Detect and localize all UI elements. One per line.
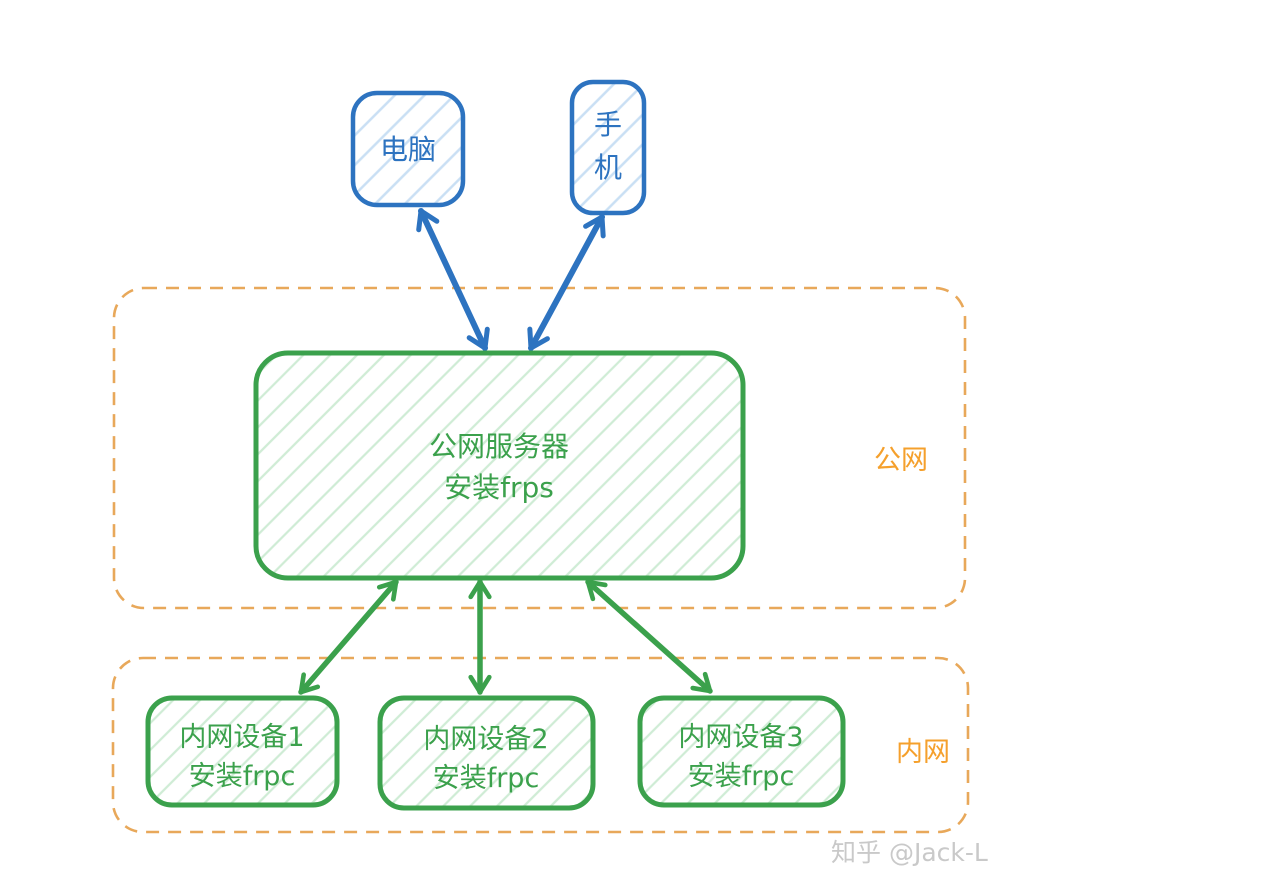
public-zone-label: 公网 [874, 445, 928, 476]
device2-node-label-line1: 内网设备2 [423, 724, 548, 755]
server-node-label-line2: 安装frps [444, 471, 554, 504]
phone-node-box [569, 79, 647, 216]
server-node-label-line1: 公网服务器 [429, 430, 569, 463]
phone-server-arrow [527, 214, 606, 351]
device1-node-label-line1: 内网设备1 [179, 722, 304, 753]
phone-node-label-char2: 机 [594, 151, 622, 184]
phone-node: 手 机 [569, 79, 647, 216]
server-device3-arrow [585, 579, 713, 694]
server-node-box [253, 350, 746, 581]
device2-node-box [377, 695, 596, 811]
device2-node: 内网设备2 安装frpc [377, 695, 596, 811]
computer-node-label: 电脑 [380, 133, 436, 166]
device1-node: 内网设备1 安装frpc [145, 695, 340, 808]
public-zone-border [112, 286, 967, 610]
server-node: 公网服务器 安装frps [253, 350, 746, 581]
computer-node: 电脑 [350, 90, 466, 208]
phone-node-label-char1: 手 [594, 108, 622, 141]
computer-server-arrow [416, 208, 490, 351]
private-zone-border [111, 656, 970, 834]
device1-node-label-line2: 安装frpc [189, 761, 296, 792]
watermark-text: 知乎 @Jack-L [831, 838, 988, 867]
private-zone-label: 内网 [896, 737, 950, 768]
computer-node-box [350, 90, 466, 208]
device3-node-label-line2: 安装frpc [688, 761, 795, 792]
device3-node-label-line1: 内网设备3 [678, 722, 803, 753]
device1-node-box [145, 695, 340, 808]
private-network-zone: 内网 [111, 656, 970, 834]
public-network-zone: 公网 [112, 286, 967, 610]
device3-node-box [637, 695, 846, 808]
device3-node: 内网设备3 安装frpc [637, 695, 846, 808]
device2-node-label-line2: 安装frpc [433, 763, 540, 794]
server-device1-arrow [298, 579, 399, 695]
